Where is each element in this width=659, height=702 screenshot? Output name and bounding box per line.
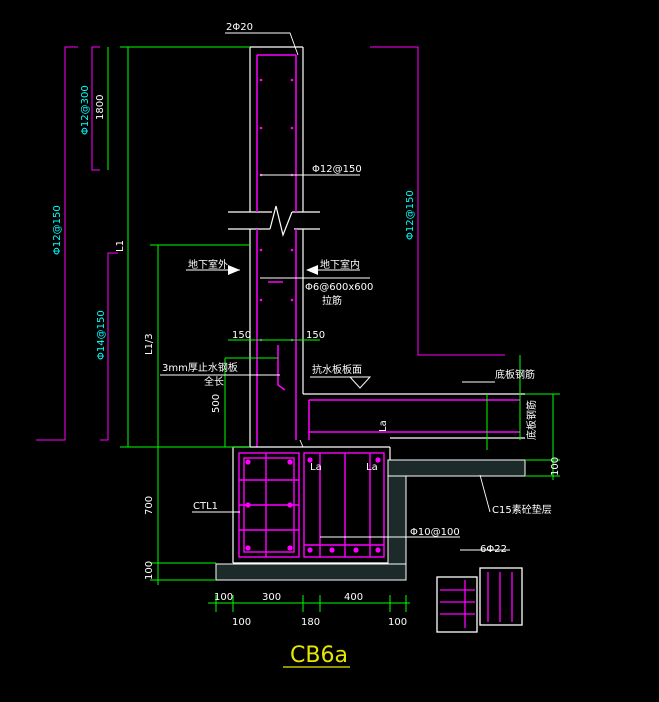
label-cushion: C15素砼垫层 — [492, 503, 552, 516]
label-underground-out: 地下室外 — [188, 258, 228, 271]
break-symbol — [228, 205, 320, 237]
bottom-dim-bottom-2: 180 — [301, 617, 320, 628]
wall-outline — [249, 46, 304, 447]
label-dim-150-right: 150 — [306, 330, 325, 341]
label-bars-bottom: 6Φ22 — [480, 544, 507, 555]
label-dim-l1-3: L1/3 — [144, 333, 155, 355]
label-vert-inner-bottom: Φ14@150 — [96, 310, 107, 360]
bottom-dim-top-2: 300 — [262, 592, 281, 603]
label-vert-outer-left: Φ12@150 — [52, 205, 63, 255]
label-dim-100-right: 100 — [550, 457, 561, 476]
label-vert-inner-top: Φ12@300 — [80, 85, 91, 135]
label-slab-face: 抗水板板面 — [312, 363, 362, 376]
label-stirrup: Φ10@100 — [410, 527, 460, 538]
label-bottom-bar: 底板钢筋 — [495, 368, 535, 381]
label-beam: CTL1 — [193, 501, 218, 512]
arrow-left-icon — [228, 265, 240, 275]
label-la-left: La — [310, 462, 322, 473]
section-detail — [436, 567, 523, 633]
label-dim-150-left: 150 — [232, 330, 251, 341]
label-tie-note: 拉筋 — [322, 294, 342, 307]
leader-lines — [160, 32, 510, 551]
bottom-dim-top-3: 400 — [344, 592, 363, 603]
drawing-title: CB6a — [290, 643, 348, 668]
label-dim-700: 700 — [144, 496, 155, 515]
label-la-top: La — [378, 420, 389, 432]
label-dim-100-left: 100 — [144, 561, 155, 580]
arrow-right-icon — [306, 265, 318, 275]
footing-rebar — [238, 452, 385, 558]
bottom-dim-bottom-1: 100 — [232, 617, 251, 628]
label-dim-1800: 1800 — [95, 95, 106, 120]
label-top-bar: 2Φ20 — [226, 22, 253, 33]
slab-rebar — [308, 399, 520, 440]
level-marker-icon — [348, 376, 372, 389]
label-dim-l1: L1 — [115, 240, 126, 252]
label-underground-in: 地下室内 — [320, 258, 360, 271]
label-horiz-bar: Φ12@150 — [312, 164, 362, 175]
label-waterstop-note: 全长 — [204, 375, 224, 388]
bottom-dim-top-1: 100 — [214, 592, 233, 603]
dimension-lines — [107, 46, 560, 612]
wall-rebar — [256, 54, 297, 447]
cushion-layer — [215, 459, 526, 581]
label-vert-right: Φ12@150 — [405, 190, 416, 240]
bottom-dim-bottom-3: 100 — [388, 617, 407, 628]
label-bottom-bar-2: 底板钢筋 — [525, 400, 538, 440]
label-la-mid: La — [366, 462, 378, 473]
slab-outline — [303, 393, 525, 439]
reference-lines — [36, 46, 505, 441]
label-waterstop: 3mm厚止水钢板 — [162, 361, 238, 374]
label-tie-bar: Φ6@600x600 — [305, 282, 373, 293]
footing-bar-dots — [245, 457, 381, 553]
label-dim-500: 500 — [211, 394, 222, 413]
